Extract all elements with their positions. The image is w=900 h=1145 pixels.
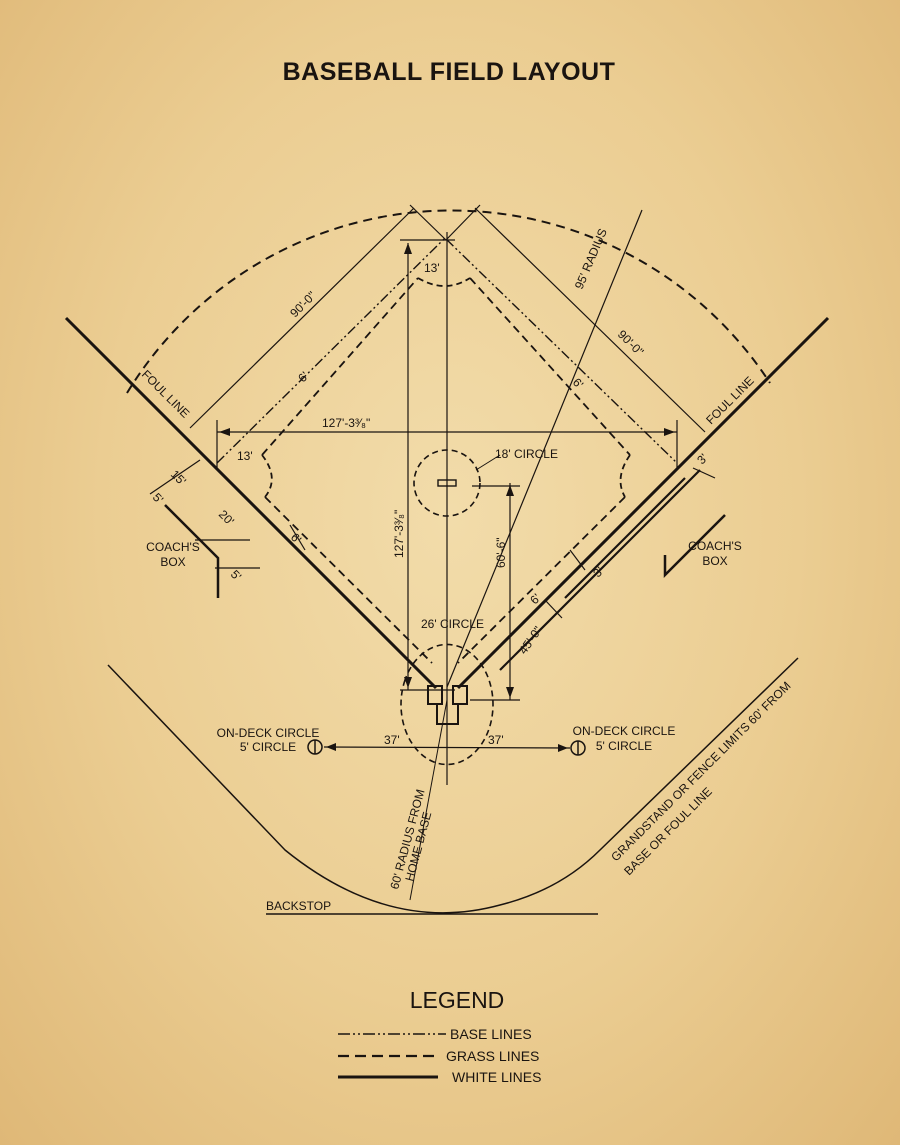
coach-box-right-label-1: COACH'S bbox=[688, 539, 742, 553]
base-lines-top bbox=[216, 237, 678, 464]
home-plate-circle bbox=[400, 643, 494, 766]
catchers-box bbox=[436, 704, 459, 725]
dim-6-top-right: 6' bbox=[570, 375, 586, 391]
dim-90-left bbox=[189, 207, 415, 429]
batters-box-right bbox=[452, 685, 468, 705]
dim-ondeck-left: 37' bbox=[384, 733, 400, 747]
coach-box-left-label-1: COACH'S bbox=[146, 540, 200, 554]
dim-ondeck-right: 37' bbox=[488, 733, 504, 747]
outfield-grass-arc bbox=[126, 209, 771, 394]
circle-26-label: 26' CIRCLE bbox=[421, 617, 484, 631]
batters-box-left bbox=[427, 685, 443, 705]
ondeck-left-label-1: ON-DECK CIRCLE bbox=[217, 726, 320, 740]
dim-5-bottom: 5' bbox=[228, 567, 244, 583]
foul-line-right-label: FOUL LINE bbox=[703, 374, 756, 427]
dim-base-left: 90'-0" bbox=[287, 289, 319, 321]
legend-grass-lines: GRASS LINES bbox=[446, 1048, 539, 1064]
running-lane-inner bbox=[564, 477, 686, 599]
running-lane-line bbox=[499, 469, 701, 671]
second-base-cut bbox=[417, 277, 471, 287]
pitchers-circle bbox=[413, 449, 481, 517]
backstop-curve bbox=[107, 657, 799, 914]
legend-title: LEGEND bbox=[410, 987, 505, 1013]
grandstand-label-1: GRANDSTAND OR FENCE LIMITS 60' FROM bbox=[608, 679, 793, 864]
infield-grass-bottom bbox=[264, 496, 626, 664]
dim-base-right: 90'-0" bbox=[615, 327, 647, 359]
coach-box-left-label-2: BOX bbox=[160, 555, 185, 569]
ondeck-right-label-2: 5' CIRCLE bbox=[596, 739, 652, 753]
dim-13-top: 13' bbox=[424, 261, 440, 275]
first-cut-right bbox=[619, 454, 631, 498]
infield-grass-top bbox=[261, 277, 631, 456]
dim-90-right bbox=[474, 207, 706, 433]
coaches-box-left bbox=[164, 504, 220, 598]
foul-line-left-label: FOUL LINE bbox=[139, 367, 192, 420]
dim-diag-vertical: 127'-3³⁄₈" bbox=[392, 510, 406, 558]
foul-line-right bbox=[456, 316, 830, 690]
page-title: BASEBALL FIELD LAYOUT bbox=[283, 58, 616, 86]
radius-95-line bbox=[446, 209, 643, 688]
dim-pitch-distance: 60'-6" bbox=[494, 537, 508, 568]
coaches-box-right bbox=[663, 514, 726, 579]
dim-diag-horizontal: 127'-3³⁄₈" bbox=[322, 416, 370, 430]
legend-white-lines: WHITE LINES bbox=[452, 1069, 541, 1085]
circle-18-label: 18' CIRCLE bbox=[495, 447, 558, 461]
backstop-label: BACKSTOP bbox=[266, 899, 331, 913]
dim-20: 20' bbox=[216, 507, 237, 528]
ondeck-right-label-1: ON-DECK CIRCLE bbox=[573, 724, 676, 738]
coach-box-right-label-2: BOX bbox=[702, 554, 727, 568]
ondeck-dimension-line bbox=[323, 746, 571, 749]
first-cut-left bbox=[261, 454, 273, 498]
dim-13-left: 13' bbox=[237, 449, 253, 463]
dim-3-right: 3' bbox=[694, 451, 710, 467]
pitchers-rubber bbox=[437, 479, 457, 487]
ondeck-left-label-2: 5' CIRCLE bbox=[240, 740, 296, 754]
legend-base-lines: BASE LINES bbox=[450, 1026, 532, 1042]
foul-line-left bbox=[64, 316, 438, 690]
